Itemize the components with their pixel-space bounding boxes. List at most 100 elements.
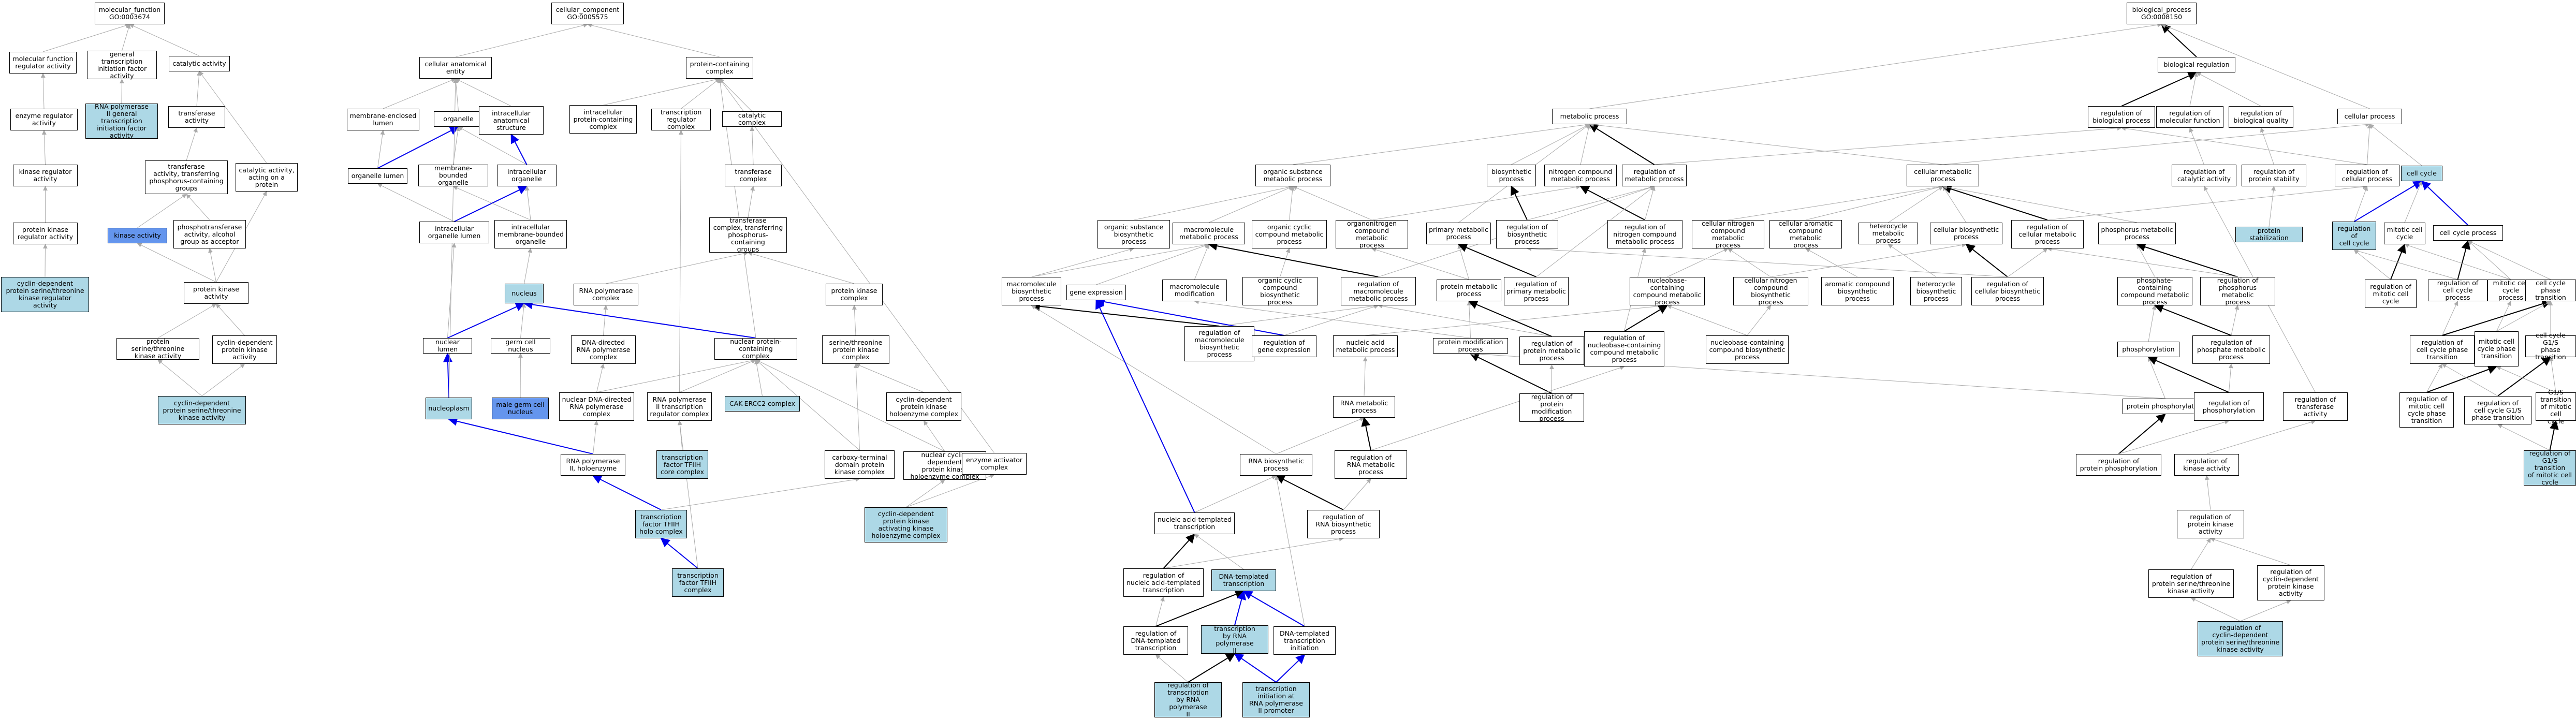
go-term-rpp[interactable]: regulation of protein phosphorylation bbox=[2076, 454, 2161, 476]
go-term-onmp[interactable]: organonitrogen compound metabolic proces… bbox=[1336, 219, 1408, 248]
go-term-rnabp[interactable]: RNA biosynthetic process bbox=[1240, 454, 1312, 476]
go-term-tirnap2p[interactable]: transcription initiation at RNA polymera… bbox=[1242, 682, 1310, 717]
go-term-tctpg[interactable]: transferase complex, transferring phosph… bbox=[709, 217, 787, 253]
go-term-rphos[interactable]: regulation of phosphorylation bbox=[2194, 392, 2264, 421]
go-term-rnatt[interactable]: regulation of nucleic acid-templated tra… bbox=[1123, 568, 1204, 597]
go-term-rrnamp[interactable]: regulation of RNA metabolic process bbox=[1335, 450, 1407, 479]
go-term-gcn[interactable]: germ cell nucleus bbox=[491, 338, 550, 354]
go-term-ol[interactable]: organelle lumen bbox=[348, 168, 407, 184]
go-term-pp[interactable]: protein phosphorylation bbox=[2123, 399, 2208, 414]
go-term-tatpg[interactable]: transferase activity, transferring phosp… bbox=[145, 160, 228, 194]
go-term-phos[interactable]: phosphorylation bbox=[2117, 342, 2179, 357]
go-term-ge[interactable]: gene expression bbox=[1066, 285, 1126, 300]
go-term-rmf[interactable]: regulation of molecular function bbox=[2156, 106, 2223, 128]
go-term-mmp[interactable]: macromolecule metabolic process bbox=[1173, 223, 1245, 244]
go-term-tf2hcc[interactable]: transcription factor TFIIH core complex bbox=[656, 450, 708, 479]
go-term-ncmp[interactable]: nitrogen compound metabolic process bbox=[1544, 165, 1617, 186]
go-term-ka[interactable]: kinase activity bbox=[108, 228, 167, 243]
go-term-pkra[interactable]: protein kinase regulator activity bbox=[13, 223, 78, 244]
go-term-ccpt[interactable]: cell cycle phase transition bbox=[2525, 280, 2576, 301]
go-term-tf2hc[interactable]: transcription factor TFIIH complex bbox=[672, 568, 724, 597]
go-term-mfra[interactable]: molecular function regulator activity bbox=[9, 52, 77, 74]
go-term-tfa[interactable]: transferase activity bbox=[168, 106, 225, 128]
go-term-dtti[interactable]: DNA-templated transcription initiation bbox=[1274, 626, 1336, 655]
go-term-nccmp[interactable]: nucleobase-containing compound metabolic… bbox=[1630, 276, 1705, 305]
go-term-br[interactable]: biological regulation bbox=[2158, 57, 2235, 72]
go-term-rcdpka[interactable]: regulation of cyclin-dependent protein k… bbox=[2257, 565, 2324, 600]
go-term-rpmp[interactable]: regulation of primary metabolic process bbox=[1504, 277, 1569, 305]
go-term-rcbp[interactable]: regulation of cellular biosynthetic proc… bbox=[1971, 277, 2044, 305]
go-term-cacmp[interactable]: cellular aromatic compound metabolic pro… bbox=[1769, 219, 1842, 248]
go-term-stpkc[interactable]: serine/threonine protein kinase complex bbox=[822, 335, 889, 364]
go-term-mccpt[interactable]: mitotic cell cycle phase transition bbox=[2475, 331, 2519, 366]
go-term-rdtt[interactable]: regulation of DNA-templated transcriptio… bbox=[1123, 626, 1188, 655]
go-term-tc[interactable]: transferase complex bbox=[725, 165, 782, 186]
go-term-mcc[interactable]: mitotic cell cycle bbox=[2384, 223, 2425, 244]
go-term-pcc[interactable]: protein-containing complex bbox=[686, 57, 753, 79]
go-term-rphmp[interactable]: regulation of phosphorus metabolic proce… bbox=[2200, 276, 2275, 305]
go-term-nambp[interactable]: nucleic acid metabolic process bbox=[1333, 335, 1398, 357]
go-term-rphomp[interactable]: regulation of phosphate metabolic proces… bbox=[2192, 335, 2270, 364]
go-term-cncbp[interactable]: cellular nitrogen compound biosynthetic … bbox=[1733, 276, 1808, 305]
go-term-rccp[interactable]: regulation of cell cycle process bbox=[2428, 280, 2487, 301]
go-term-trc[interactable]: transcription regulator complex bbox=[651, 109, 711, 130]
go-term-imbo[interactable]: intracellular membrane-bounded organelle bbox=[494, 220, 567, 248]
go-term-rta[interactable]: regulation of transferase activity bbox=[2283, 392, 2348, 421]
go-term-cdpstka[interactable]: cyclin-dependent protein serine/threonin… bbox=[158, 396, 246, 424]
go-term-rprmp[interactable]: regulation of protein metabolic process bbox=[1519, 336, 1584, 365]
go-term-pstka[interactable]: protein serine/threonine kinase activity bbox=[116, 338, 199, 360]
go-term-rbsp[interactable]: regulation of biosynthetic process bbox=[1496, 220, 1558, 248]
go-term-ccp[interactable]: cell cycle process bbox=[2433, 225, 2503, 241]
go-term-rccpt[interactable]: regulation of cell cycle phase transitio… bbox=[2410, 335, 2475, 364]
go-term-eac[interactable]: enzyme activator complex bbox=[962, 453, 1027, 475]
go-term-ps[interactable]: protein stabilization bbox=[2235, 227, 2303, 242]
go-term-rmcc[interactable]: regulation of mitotic cell cycle bbox=[2365, 280, 2417, 308]
go-term-mbsp[interactable]: macromolecule biosynthetic process bbox=[1002, 277, 1061, 305]
go-term-rnamp[interactable]: RNA metabolic process bbox=[1333, 396, 1395, 418]
go-term-cae[interactable]: cellular anatomical entity bbox=[419, 57, 492, 79]
go-term-rcmp[interactable]: regulation of cellular metabolic process bbox=[2011, 220, 2084, 248]
go-term-rcp[interactable]: regulation of cellular process bbox=[2335, 165, 2399, 186]
go-term-cata[interactable]: catalytic activity bbox=[169, 56, 230, 71]
go-term-pkc[interactable]: protein kinase complex bbox=[826, 284, 883, 305]
go-term-pmop[interactable]: protein modification process bbox=[1433, 338, 1508, 354]
go-term-bsp[interactable]: biosynthetic process bbox=[1487, 165, 1536, 186]
go-term-rtrnap2[interactable]: regulation of transcription by RNA polym… bbox=[1154, 682, 1222, 718]
go-term-rnapgtifa[interactable]: RNA polymerase II general transcription … bbox=[85, 103, 158, 139]
go-term-cc[interactable]: cellular_component GO:0005575 bbox=[551, 3, 624, 24]
go-term-rps[interactable]: regulation of protein stability bbox=[2242, 165, 2306, 186]
go-term-catc[interactable]: catalytic complex bbox=[722, 111, 782, 127]
go-term-pmp[interactable]: primary metabolic process bbox=[1426, 223, 1491, 244]
go-term-org[interactable]: organelle bbox=[434, 111, 483, 127]
go-term-hbp[interactable]: heterocycle biosynthetic process bbox=[1910, 277, 1962, 305]
go-term-mgcn[interactable]: male germ cell nucleus bbox=[492, 398, 549, 419]
go-term-rka[interactable]: regulation of kinase activity bbox=[2174, 454, 2239, 476]
go-term-acbp[interactable]: aromatic compound biosynthetic process bbox=[1821, 277, 1894, 305]
go-term-trnap2[interactable]: transcription by RNA polymerase II bbox=[1201, 625, 1268, 654]
go-term-bp[interactable]: biological_process GO:0008150 bbox=[2127, 3, 2197, 24]
go-term-cdpkakhc[interactable]: cyclin-dependent protein kinase activati… bbox=[865, 507, 947, 542]
go-term-osmp[interactable]: organic substance metabolic process bbox=[1255, 165, 1330, 186]
go-term-mel[interactable]: membrane-enclosed lumen bbox=[347, 109, 419, 130]
go-term-iol[interactable]: intracellular organelle lumen bbox=[419, 222, 489, 243]
go-term-ipcc[interactable]: intracellular protein-containing complex bbox=[569, 105, 637, 134]
go-term-mbo[interactable]: membrane-bounded organelle bbox=[418, 165, 488, 186]
go-term-rmmp[interactable]: regulation of macromolecule metabolic pr… bbox=[1341, 277, 1416, 305]
go-term-cmp[interactable]: cellular metabolic process bbox=[1907, 165, 1979, 186]
go-term-cbsp[interactable]: cellular biosynthetic process bbox=[1930, 223, 2002, 244]
go-term-rpmop[interactable]: regulation of protein modification proce… bbox=[1519, 393, 1584, 422]
go-term-cncmp[interactable]: cellular nitrogen compound metabolic pro… bbox=[1692, 219, 1764, 248]
go-term-mf[interactable]: molecular_function GO:0003674 bbox=[95, 3, 165, 24]
go-term-kra[interactable]: kinase regulator activity bbox=[13, 165, 78, 186]
go-term-hmp[interactable]: heterocycle metabolic process bbox=[1858, 223, 1918, 244]
go-term-rrnabp[interactable]: regulation of RNA biosynthetic process bbox=[1307, 510, 1380, 538]
go-term-osbp[interactable]: organic substance biosynthetic process bbox=[1097, 220, 1170, 248]
go-term-cdpstkra[interactable]: cyclin-dependent protein serine/threonin… bbox=[1, 277, 89, 312]
go-term-gtifa[interactable]: general transcription initiation factor … bbox=[87, 50, 157, 79]
go-term-rpstka[interactable]: regulation of protein serine/threonine k… bbox=[2148, 569, 2234, 598]
go-term-rcdpstka[interactable]: regulation of cyclin-dependent protein s… bbox=[2198, 621, 2283, 656]
go-term-dtt[interactable]: DNA-templated transcription bbox=[1211, 569, 1276, 591]
go-term-rmccpt[interactable]: regulation of mitotic cell cycle phase t… bbox=[2399, 392, 2454, 428]
go-term-cp[interactable]: cellular process bbox=[2337, 109, 2402, 124]
go-term-rbq[interactable]: regulation of biological quality bbox=[2229, 106, 2293, 128]
